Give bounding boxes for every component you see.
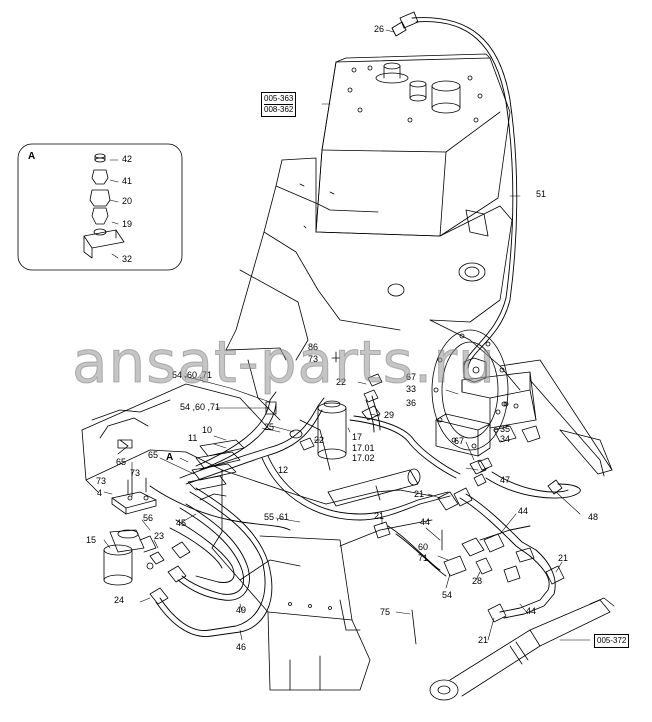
pump-unit — [103, 529, 157, 586]
valve-manifold — [435, 357, 541, 457]
detail-inset-a — [17, 143, 183, 271]
steering-cylinder — [327, 468, 421, 507]
machine-frame — [81, 157, 613, 691]
hydraulic-tank — [315, 53, 511, 237]
hose-fittings — [131, 351, 565, 645]
leader-lines — [103, 29, 591, 641]
mounting-plate — [111, 477, 157, 515]
return-filter — [317, 400, 347, 460]
hydraulic-cylinder — [429, 597, 615, 701]
